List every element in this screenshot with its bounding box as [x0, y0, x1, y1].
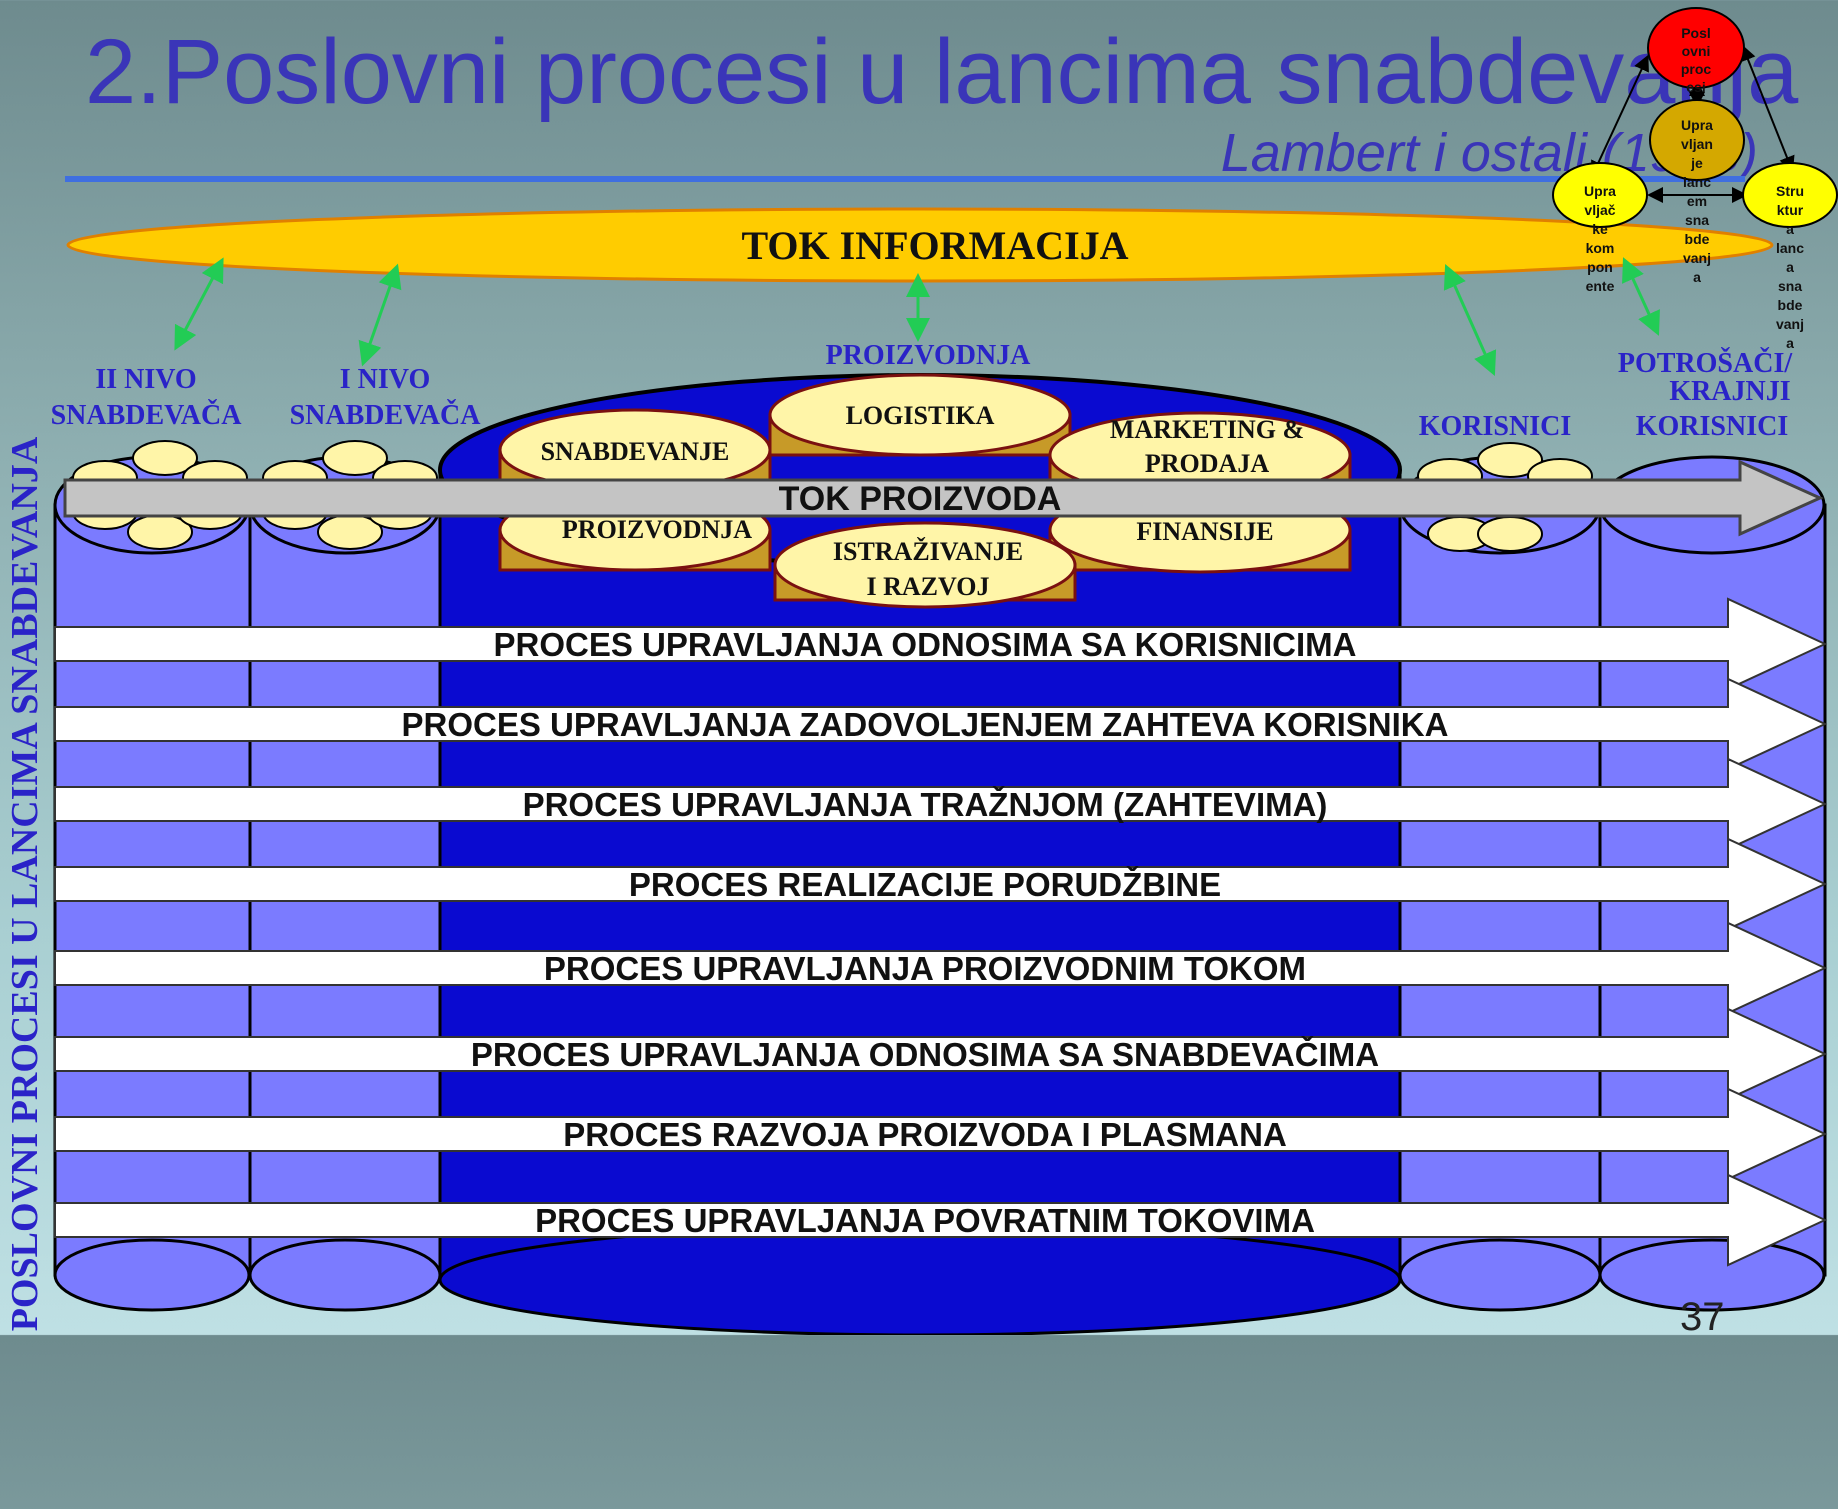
tier2-label: SNABDEVAČA: [51, 400, 243, 431]
mini-left-label: pon: [1587, 259, 1613, 275]
mini-center-label: vanj: [1683, 250, 1711, 266]
mini-center-label: em: [1687, 193, 1707, 209]
function-label: PROIZVODNJA: [562, 515, 752, 544]
supply-chain-diagram: SNABDEVANJE LOGISTIKA MARKETING & PRODAJ…: [51, 7, 1838, 1335]
info-flow: TOK INFORMACIJA: [66, 207, 1774, 283]
process-label: PROCES UPRAVLJANJA ZADOVOLJENJEM ZAHTEVA…: [402, 706, 1449, 743]
mini-left-label: kom: [1586, 240, 1615, 256]
mini-top-label: esi: [1686, 79, 1705, 95]
mini-right-label: a: [1786, 221, 1794, 237]
mini-right-label: vanj: [1776, 316, 1804, 332]
process-label: PROCES UPRAVLJANJA ODNOSIMA SA KORISNICI…: [494, 626, 1357, 663]
mini-left-label: Upra: [1584, 183, 1616, 199]
function-label: FINANSIJE: [1136, 517, 1273, 546]
end-customers-label: POTROŠAČI/: [1618, 348, 1793, 379]
mini-left-label: vljač: [1584, 202, 1615, 218]
function-label: MARKETING &: [1110, 415, 1304, 444]
function-istrazivanje: ISTRAŽIVANJE I RAZVOJ: [773, 521, 1077, 609]
process-arrow: PROCES RAZVOJA PROIZVODA I PLASMANA: [54, 1087, 1828, 1181]
function-snabdevanje: SNABDEVANJE: [498, 408, 772, 492]
page-number: 37: [1680, 1295, 1725, 1339]
process-label: PROCES RAZVOJA PROIZVODA I PLASMANA: [563, 1116, 1287, 1153]
customers-label: KORISNICI: [1419, 411, 1571, 442]
tier2-label: II NIVO: [95, 364, 196, 395]
process-arrow: PROCES UPRAVLJANJA ODNOSIMA SA SNABDEVAČ…: [54, 1007, 1828, 1101]
mini-right-label: sna: [1778, 278, 1802, 294]
function-label: SNABDEVANJE: [541, 437, 730, 466]
tier1-label: I NIVO: [340, 364, 430, 395]
mini-left-label: ente: [1586, 278, 1615, 294]
process-arrow: PROCES REALIZACIJE PORUDŽBINE: [54, 837, 1828, 931]
process-label: PROCES REALIZACIJE PORUDŽBINE: [629, 866, 1221, 903]
mini-center-label: bde: [1685, 231, 1710, 247]
mini-top-label: proc: [1681, 61, 1712, 77]
info-flow-label: TOK INFORMACIJA: [741, 223, 1128, 268]
mini-top-label: ovni: [1682, 43, 1711, 59]
mini-center-label: je: [1690, 155, 1703, 171]
function-label: PRODAJA: [1145, 449, 1269, 478]
mini-right-label: lanc: [1776, 240, 1804, 256]
process-label: PROCES UPRAVLJANJA ODNOSIMA SA SNABDEVAČ…: [471, 1035, 1379, 1073]
process-arrow: PROCES UPRAVLJANJA ZADOVOLJENJEM ZAHTEVA…: [54, 677, 1828, 771]
process-arrow: PROCES UPRAVLJANJA TRAŽNJOM (ZAHTEVIMA): [54, 757, 1828, 851]
mini-top-node: [1647, 7, 1745, 89]
production-label: PROIZVODNJA: [826, 340, 1032, 371]
mini-right-label: a: [1786, 259, 1794, 275]
mini-right-node: [1742, 162, 1838, 228]
mini-center-label: vljan: [1681, 136, 1713, 152]
mini-right-label: bde: [1778, 297, 1803, 313]
mini-right-label: a: [1786, 335, 1794, 351]
process-arrow: PROCES UPRAVLJANJA ODNOSIMA SA KORISNICI…: [54, 597, 1828, 691]
mini-center-label: Upra: [1681, 117, 1713, 133]
product-flow-label: TOK PROIZVODA: [779, 480, 1062, 518]
tier1-label: SNABDEVAČA: [290, 400, 482, 431]
process-arrow: PROCES UPRAVLJANJA POVRATNIM TOKOVIMA: [54, 1173, 1828, 1267]
function-marketing: MARKETING & PRODAJA: [1048, 411, 1352, 499]
mini-right-label: ktur: [1777, 202, 1804, 218]
function-label: ISTRAŽIVANJE: [833, 537, 1023, 566]
process-arrow: PROCES UPRAVLJANJA PROIZVODNIM TOKOM: [54, 921, 1828, 1015]
slide-title: 2.Poslovni procesi u lancima snabdevanja: [85, 21, 1799, 123]
title-divider: [65, 176, 1745, 182]
function-logistika: LOGISTIKA: [768, 373, 1072, 457]
product-flow-arrow: TOK PROIZVODA: [63, 459, 1824, 537]
mini-right-label: Stru: [1776, 183, 1804, 199]
mini-center-label: lanc: [1683, 174, 1711, 190]
mini-center-node: [1649, 99, 1745, 181]
mini-left-label: ke: [1592, 221, 1608, 237]
function-label: I RAZVOJ: [867, 572, 990, 601]
process-label: PROCES UPRAVLJANJA TRAŽNJOM (ZAHTEVIMA): [523, 786, 1328, 823]
mini-center-label: sna: [1685, 212, 1709, 228]
process-label: PROCES UPRAVLJANJA PROIZVODNIM TOKOM: [544, 950, 1306, 987]
end-customers-label: KRAJNJI: [1669, 376, 1790, 407]
function-label: LOGISTIKA: [846, 401, 995, 430]
mini-left-node: [1552, 162, 1648, 228]
mini-top-label: Posl: [1681, 25, 1711, 41]
tier-labels: II NIVO SNABDEVAČA I NIVO SNABDEVAČA PRO…: [51, 340, 1794, 442]
process-arrows: PROCES UPRAVLJANJA ODNOSIMA SA KORISNICI…: [54, 597, 1828, 1267]
mini-center-label: a: [1693, 269, 1701, 285]
info-link-arrows: [174, 257, 1660, 376]
end-customers-label: KORISNICI: [1636, 411, 1788, 442]
vertical-label: POSLOVNI PROCESI U LANCIMA SNABDEVANJA: [4, 436, 46, 1332]
process-label: PROCES UPRAVLJANJA POVRATNIM TOKOVIMA: [535, 1202, 1315, 1239]
